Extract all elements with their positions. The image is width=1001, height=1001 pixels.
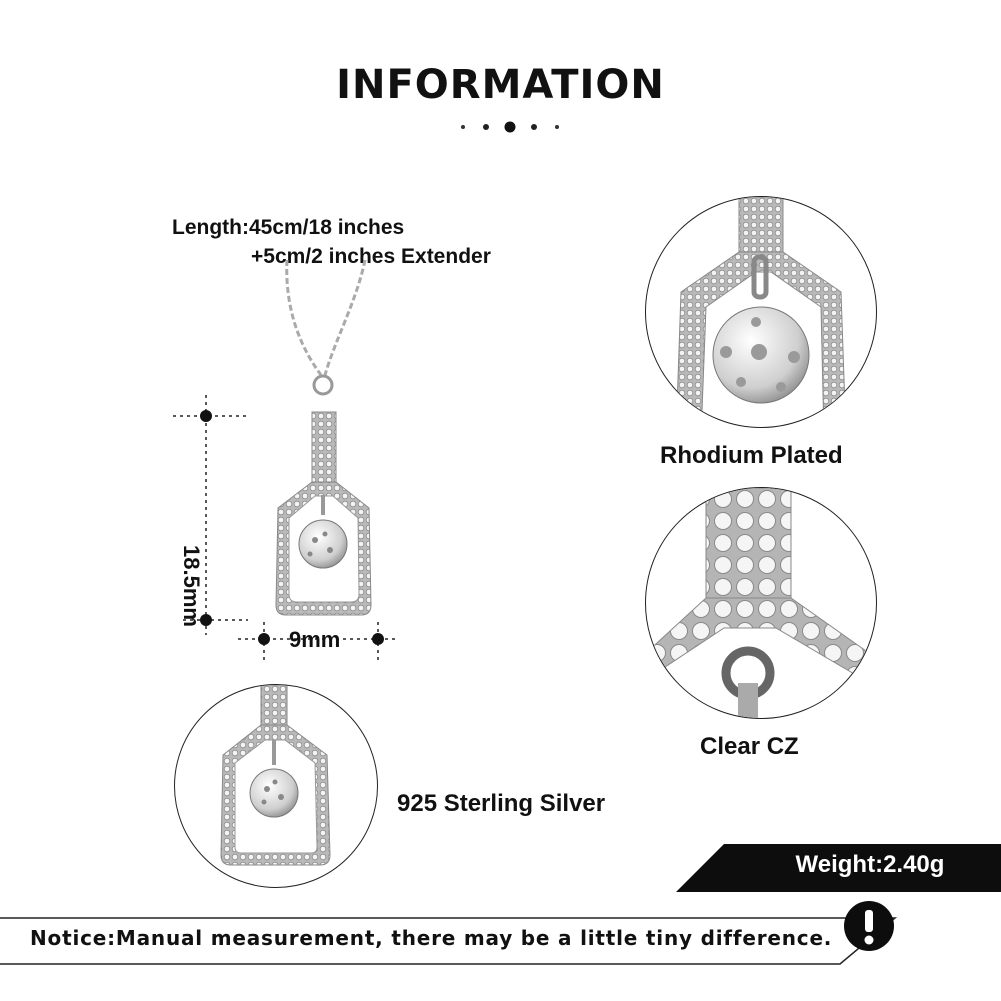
rhodium-detail-image	[645, 196, 877, 428]
weight-label: Weight:2.40g	[795, 851, 945, 878]
width-dimension-marker	[238, 622, 398, 662]
weight-tag	[676, 844, 1001, 892]
height-dimension-marker	[173, 395, 248, 635]
clear-cz-caption: Clear CZ	[700, 733, 799, 760]
extender-label: +5cm/2 inches Extender	[251, 245, 491, 268]
page-title: INFORMATION	[336, 62, 665, 108]
material-caption: 925 Sterling Silver	[397, 790, 606, 817]
length-label: Length:45cm/18 inches	[172, 216, 405, 239]
clear-cz-detail-image	[645, 487, 877, 719]
exclamation-icon	[844, 901, 894, 951]
notice-text: Notice:Manual measurement, there may be …	[30, 926, 833, 950]
height-label: 18.5mm	[179, 545, 204, 627]
decorative-dots	[461, 121, 559, 133]
sterling-silver-detail-image	[174, 684, 378, 888]
pendant-main-image	[275, 260, 372, 616]
rhodium-caption: Rhodium Plated	[660, 442, 843, 469]
width-label: 9mm	[289, 627, 341, 652]
